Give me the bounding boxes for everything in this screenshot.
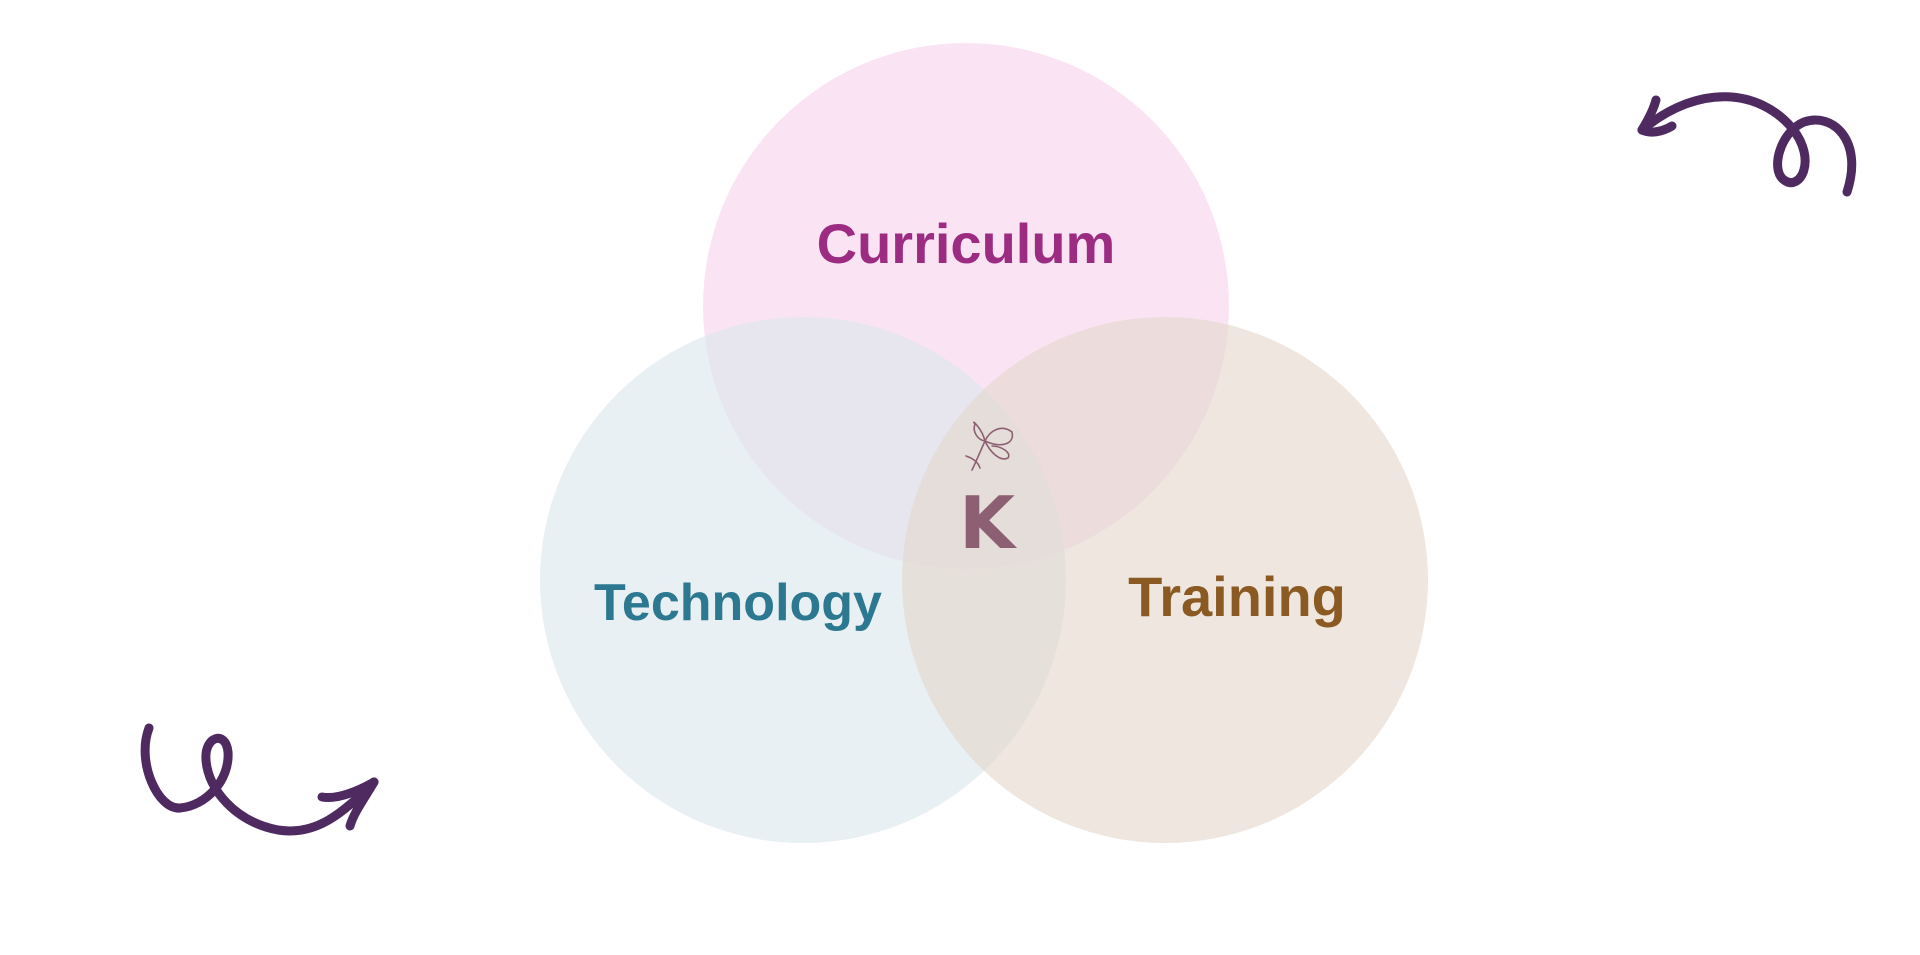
butterfly-icon [965,421,1014,471]
curly-arrow-right-icon [1637,92,1857,197]
label-technology: Technology [594,574,882,632]
label-training: Training [1128,565,1346,628]
label-curriculum: Curriculum [817,212,1116,275]
circle-training [902,317,1428,843]
venn-circles [540,43,1428,843]
center-logo: K [959,421,1017,565]
logo-letter: K [959,481,1017,565]
curly-arrow-left-icon [140,723,379,836]
circle-technology [540,317,1066,843]
